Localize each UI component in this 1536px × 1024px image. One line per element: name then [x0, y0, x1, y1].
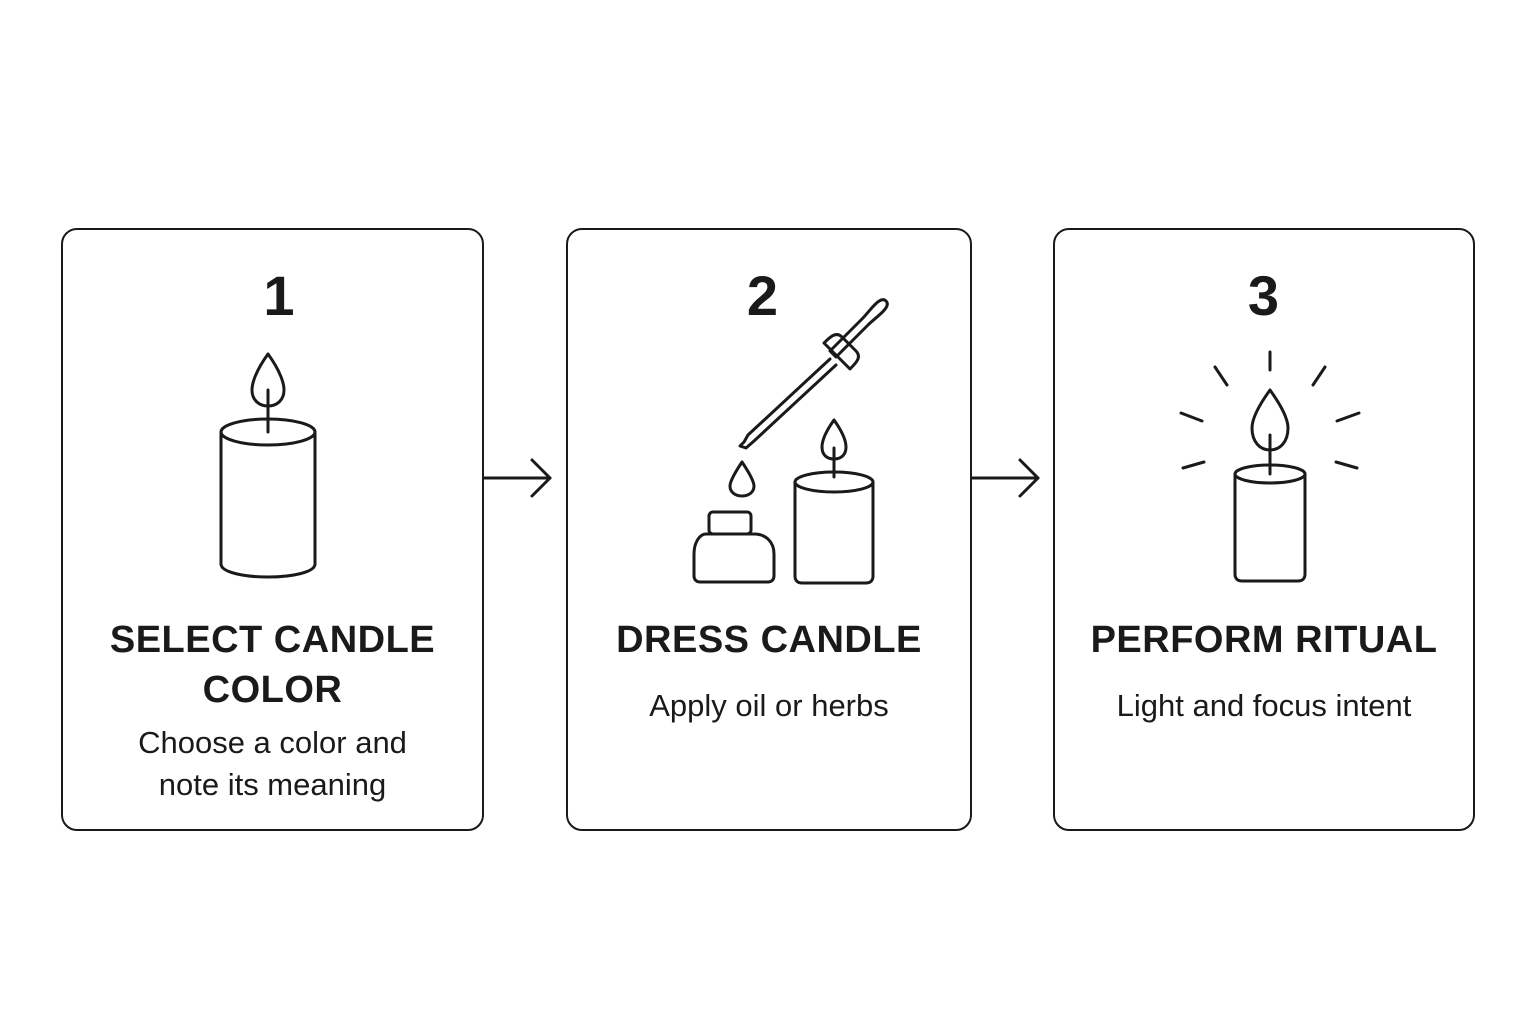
- arrow-right-icon: [970, 458, 1040, 498]
- step-description: Choose a color and note its meaning: [138, 725, 407, 802]
- arrow-right-icon: [482, 458, 552, 498]
- step-number: 2: [746, 264, 780, 327]
- step-title: SELECT CANDLE COLOR: [109, 619, 436, 711]
- step-title: DRESS CANDLE: [616, 619, 922, 661]
- step-card-1: 1 SELECT CANDLE COLOR Choose a color and…: [61, 228, 484, 831]
- step-card-2: 2 DRESS CANDLE Apply oil or herbs: [566, 228, 972, 831]
- step-title: PERFORM RITUAL: [1090, 619, 1438, 661]
- candle-icon: [219, 352, 317, 579]
- step-number: 1: [263, 264, 296, 327]
- step-description: Light and focus intent: [1116, 688, 1412, 723]
- dropper-oil-candle-icon: [692, 298, 889, 585]
- step-card-3: 3 PERFORM RITUAL Light and focus intent: [1053, 228, 1475, 831]
- step-description: Apply oil or herbs: [649, 688, 889, 723]
- glowing-candle-icon: [1179, 350, 1361, 583]
- step-number: 3: [1247, 264, 1281, 327]
